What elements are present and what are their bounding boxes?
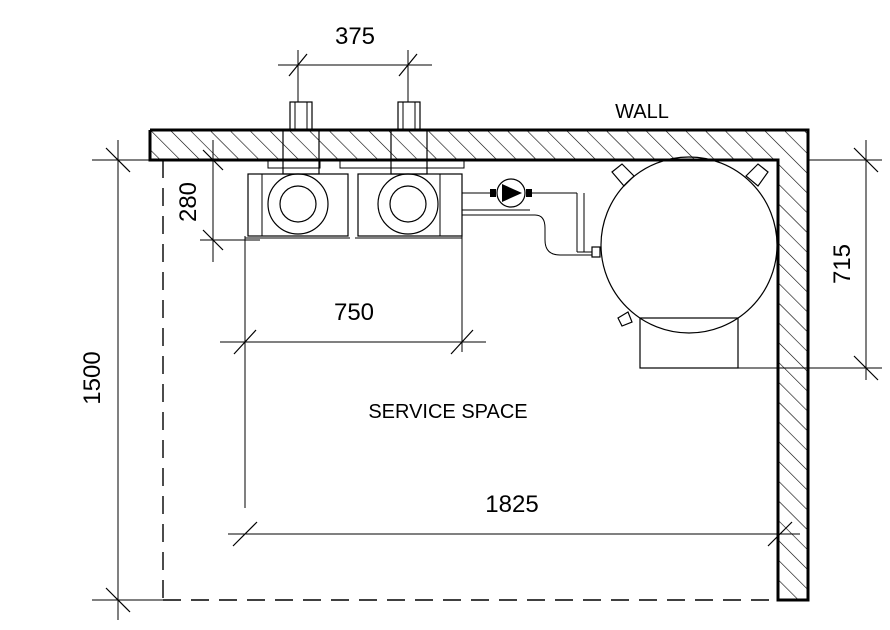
dimension-750-label: 750: [334, 299, 374, 326]
dimension-1500-label: 1500: [79, 351, 106, 404]
dimension-375-label: 375: [335, 23, 375, 50]
dimension-715: [640, 140, 882, 381]
pipework: [462, 192, 592, 256]
dimension-1825: [228, 521, 800, 547]
wall-label: WALL: [615, 101, 669, 123]
dimension-280: [200, 140, 260, 262]
dimension-375: [278, 50, 432, 102]
dimension-750: [220, 236, 486, 508]
dimension-280-label: 280: [175, 182, 202, 222]
boiler-unit-icon: [245, 101, 350, 239]
dimension-1825-label: 1825: [485, 491, 538, 518]
storage-tank-icon: [591, 156, 778, 369]
wall: [148, 128, 810, 602]
dimension-1500: [92, 140, 163, 620]
circulation-pump-icon: [490, 178, 532, 208]
service-space-boundary: [162, 160, 778, 601]
boiler-unit-icon: [339, 101, 465, 239]
dimension-715-label: 715: [829, 244, 856, 284]
service-space-label: SERVICE SPACE: [368, 401, 527, 423]
